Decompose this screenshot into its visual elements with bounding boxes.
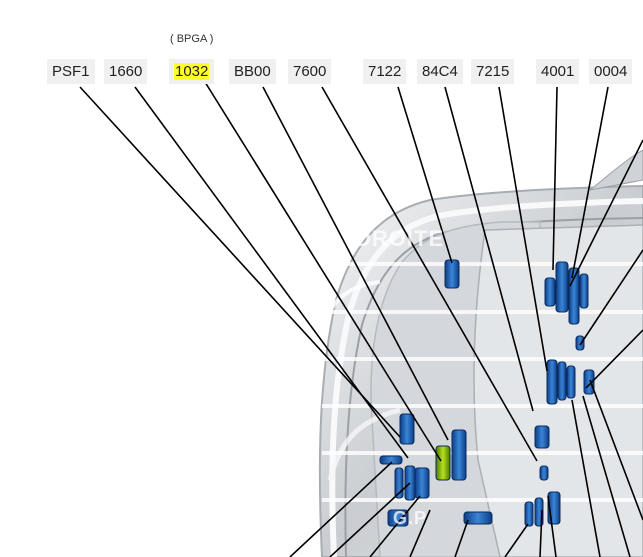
leader-low-9 (571, 399, 601, 557)
component-t (524, 501, 534, 527)
label-1660[interactable]: 1660 (104, 59, 148, 84)
label-1660-text: 1660 (109, 63, 143, 80)
leader-psf1 (79, 86, 401, 438)
leader-7215 (498, 86, 548, 372)
label-84c4-text: 84C4 (422, 63, 458, 80)
component-l (435, 445, 451, 481)
leader-84c4 (444, 86, 534, 412)
car-body (318, 149, 643, 557)
leader-low-8 (547, 495, 557, 557)
component-m (451, 429, 467, 481)
leader-4001 (552, 86, 558, 271)
leader-low-4 (409, 509, 431, 557)
label-0004[interactable]: 0004 (589, 59, 633, 84)
leader-right-1 (569, 139, 643, 287)
component-c (555, 261, 569, 313)
leader-low-5 (454, 519, 469, 557)
label-7122-text: 7122 (368, 63, 402, 80)
component-w (387, 509, 409, 527)
component-g (546, 359, 558, 405)
label-psf1-text: PSF1 (52, 63, 90, 80)
component-x (463, 511, 493, 525)
leader-low-7 (539, 509, 543, 557)
label-1032-text: 1032 (174, 63, 210, 80)
label-84c4[interactable]: 84C4 (417, 59, 463, 84)
label-psf1[interactable]: PSF1 (47, 59, 95, 84)
leader-low-11 (589, 379, 643, 521)
leader-right-2 (579, 249, 643, 346)
label-bb00[interactable]: BB00 (229, 59, 276, 84)
bpga-note: ( BPGA ) (170, 33, 214, 45)
label-4001-text: 4001 (541, 63, 575, 80)
component-group (379, 259, 595, 527)
leader-low-6 (504, 523, 529, 557)
leader-1660 (134, 86, 409, 459)
component-s (539, 465, 549, 481)
component-q (414, 467, 430, 499)
label-0004-text: 0004 (594, 63, 628, 80)
label-7600[interactable]: 7600 (288, 59, 332, 84)
leader-7600 (321, 86, 538, 462)
leader-lines (79, 81, 643, 557)
component-e (579, 273, 589, 309)
leader-1032 (204, 81, 442, 462)
component-h (557, 361, 567, 401)
component-i (566, 365, 576, 399)
leader-bb00 (262, 86, 449, 441)
zone-label-droite: DROITE (355, 226, 445, 251)
label-4001[interactable]: 4001 (536, 59, 580, 84)
leader-low-2 (329, 482, 411, 557)
component-a (444, 259, 460, 289)
label-bb00-text: BB00 (234, 63, 271, 80)
leader-low-1 (289, 461, 393, 557)
leader-right-3 (585, 329, 643, 389)
label-7600-text: 7600 (293, 63, 327, 80)
label-7215-text: 7215 (476, 63, 510, 80)
leader-low-3 (369, 495, 421, 557)
leader-0004 (571, 86, 609, 279)
leader-7122 (397, 86, 453, 264)
zone-label-gp: G.P (393, 508, 428, 528)
component-r (534, 425, 550, 449)
label-7215[interactable]: 7215 (471, 59, 515, 84)
component-b (544, 277, 556, 307)
leader-low-10 (582, 395, 631, 557)
label-1032[interactable]: 1032 (169, 59, 215, 84)
component-k (399, 413, 415, 445)
label-7122[interactable]: 7122 (363, 59, 407, 84)
component-f (575, 335, 585, 351)
